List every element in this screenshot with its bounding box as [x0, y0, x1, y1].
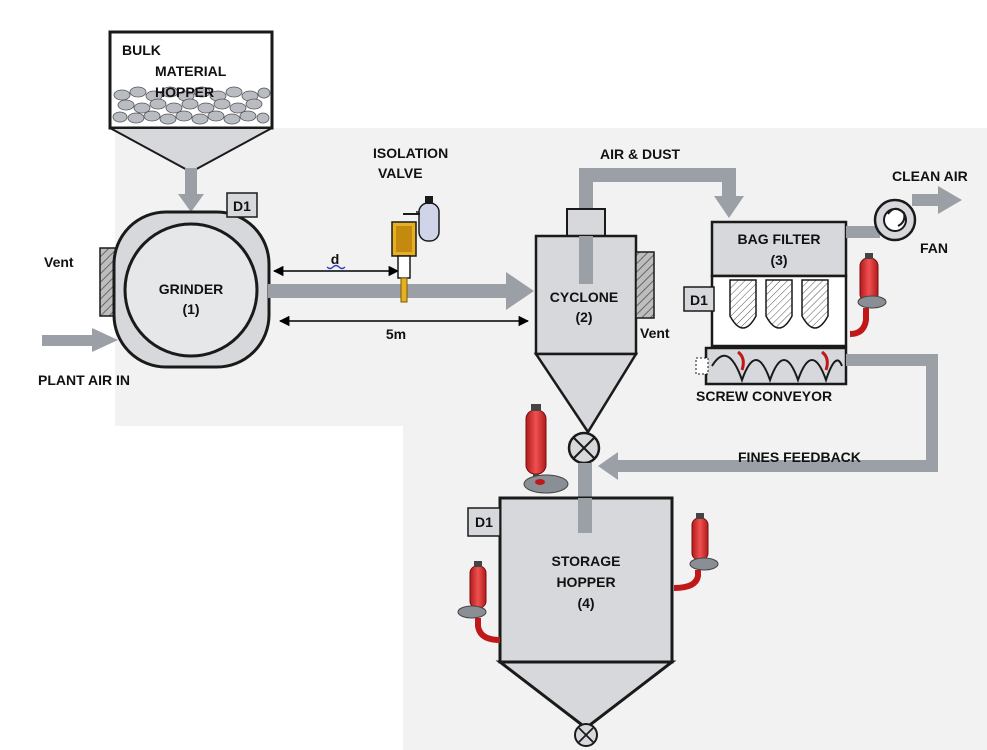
fan-icon	[873, 198, 917, 242]
storage-top-suppressor-icon	[523, 404, 569, 494]
feed-arrow	[178, 168, 204, 212]
storage-right-suppressor-icon	[673, 513, 719, 591]
fines-feedback-duct	[598, 354, 938, 480]
storage-detector-label: D1	[475, 514, 493, 530]
vent-right-label: Vent	[640, 325, 670, 341]
cyclone-number: (2)	[575, 309, 592, 325]
clean-air-arrow	[912, 186, 962, 214]
bag-filter: BAG FILTER (3) D1	[683, 220, 848, 348]
cyclone-label: CYCLONE	[550, 289, 618, 305]
bagfilter-detector-label: D1	[690, 292, 708, 308]
rotary-valve-icon	[567, 431, 601, 465]
fan-label: FAN	[920, 240, 948, 256]
fan-inlet-duct	[846, 226, 880, 238]
grinder-detector-label: D1	[233, 198, 251, 214]
cyclone: CYCLONE (2)	[533, 208, 655, 435]
storage-hopper: STORAGE HOPPER (4) D1	[467, 496, 677, 730]
bulk-label-line2: MATERIAL	[155, 63, 227, 79]
bulk-label-line1: BULK	[122, 42, 161, 58]
fines-feedback-label: FINES FEEDBACK	[738, 449, 861, 465]
storage-label-line1: STORAGE	[552, 553, 621, 569]
grinder: GRINDER (1) D1	[99, 192, 271, 369]
air-dust-label: AIR & DUST	[600, 146, 681, 162]
vent-left-label: Vent	[44, 254, 74, 270]
distance-d-label: d	[331, 251, 340, 267]
suppressor-canister-icon	[849, 253, 887, 337]
grinder-detector	[226, 192, 258, 218]
bagfilter-label: BAG FILTER	[738, 231, 821, 247]
bagfilter-number: (3)	[770, 252, 787, 268]
distance-5m-label: 5m	[386, 326, 406, 342]
plant-air-arrow	[42, 328, 118, 352]
storage-number: (4)	[577, 595, 594, 611]
plant-air-label: PLANT AIR IN	[38, 372, 130, 388]
storage-left-suppressor-icon	[457, 561, 501, 643]
grinder-label: GRINDER	[159, 281, 224, 297]
bagfilter-detector	[683, 286, 715, 312]
storage-rotary-valve-icon	[574, 723, 598, 747]
cyclone-vent	[635, 251, 655, 319]
screw-conveyor-label: SCREW CONVEYOR	[696, 388, 832, 404]
bulk-label-line3: HOPPER	[155, 84, 214, 100]
clean-air-label: CLEAN AIR	[892, 168, 968, 184]
spellcheck-underline	[326, 264, 346, 270]
screw-conveyor	[695, 346, 848, 386]
isolation-label-line1: ISOLATION	[373, 145, 448, 161]
bulk-material-hopper: BULK MATERIAL HOPPER	[108, 30, 274, 174]
bulk-material-pebbles	[112, 86, 271, 125]
main-duct	[268, 272, 534, 310]
grinder-number: (1)	[182, 301, 199, 317]
isolation-valve-icon	[391, 196, 440, 303]
storage-detector	[467, 507, 501, 537]
isolation-label-line2: VALVE	[378, 165, 423, 181]
storage-label-line2: HOPPER	[556, 574, 615, 590]
